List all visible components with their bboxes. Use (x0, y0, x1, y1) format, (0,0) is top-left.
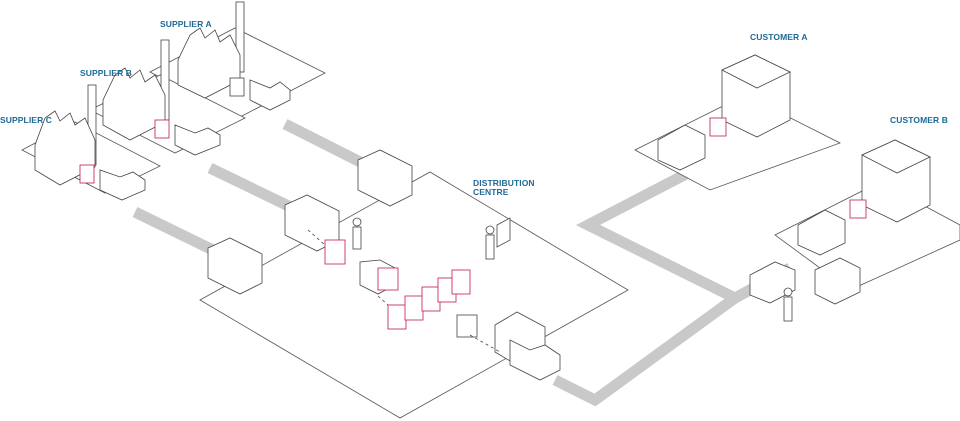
label-customer-b: CUSTOMER B (890, 115, 948, 125)
delivery-point (749, 257, 861, 322)
gate-a (357, 149, 413, 207)
supplier-a-factory (177, 1, 291, 111)
supplier-c-factory (34, 84, 146, 201)
label-supplier-b: SUPPLIER B (80, 68, 133, 78)
distribution-centre-platform (199, 171, 629, 419)
supplier-b-factory (102, 39, 221, 156)
gate-c (207, 237, 263, 295)
road-customer-a (575, 167, 738, 303)
dc-operations (307, 217, 561, 381)
label-distribution-centre: DISTRIBUTION CENTRE (473, 178, 535, 197)
customer-a-store (657, 54, 791, 171)
label-supplier-c: SUPPLIER C (0, 115, 53, 125)
customer-b-store (797, 139, 931, 256)
label-supplier-a: SUPPLIER A (160, 19, 212, 29)
label-customer-a: CUSTOMER A (750, 32, 808, 42)
outbound-truck (509, 339, 561, 381)
